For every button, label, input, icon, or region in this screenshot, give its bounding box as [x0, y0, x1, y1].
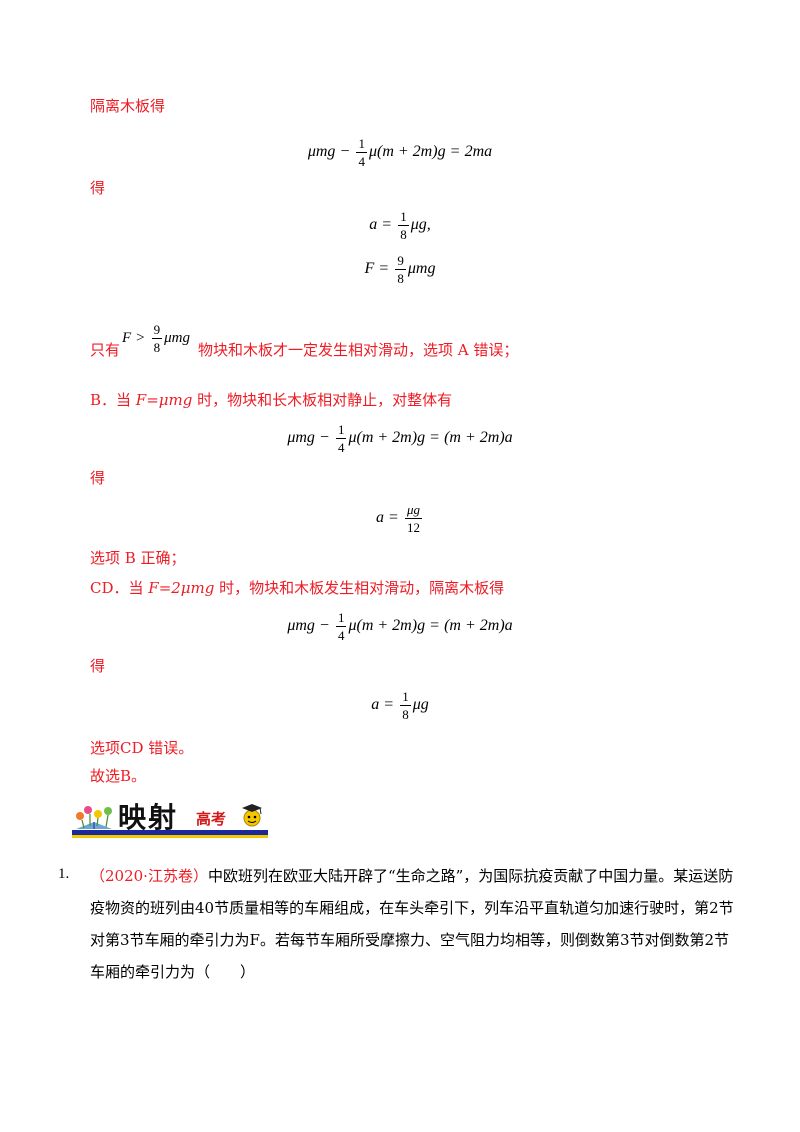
- question-text: （2020·江苏卷）中欧班列在欧亚大陆开辟了“生命之路”，为国际抗疫贡献了中国力…: [90, 860, 740, 988]
- text-get-3: 得: [90, 657, 106, 675]
- question-source: （2020·江苏卷）: [90, 867, 208, 885]
- text-option-b-correct: 选项 B 正确；: [90, 549, 186, 567]
- question-number: 1.: [58, 866, 70, 882]
- question-body: 中欧班列在欧亚大陆开辟了“生命之路”，为国际抗疫贡献了中国力量。某运送防疫物资的…: [90, 867, 734, 981]
- text-option-a: 物块和木板才一定发生相对滑动，选项 A 错误；: [198, 341, 519, 359]
- text-option-b: B．当 F=μmg 时，物块和长木板相对静止，对整体有: [90, 391, 453, 409]
- text-get-1: 得: [90, 179, 106, 197]
- logo-title: 映射: [118, 801, 179, 834]
- logo-subtitle: 高考: [196, 810, 227, 828]
- text-isolate-board: 隔离木板得: [90, 97, 166, 115]
- text-option-cd: CD．当 F=2μmg 时，物块和木板发生相对滑动，隔离木板得: [90, 579, 505, 597]
- text-get-2: 得: [90, 469, 106, 487]
- logo-graphic: [72, 804, 268, 838]
- text-option-cd-wrong: 选项CD 错误。: [90, 739, 194, 757]
- text-answer: 故选B。: [90, 767, 147, 785]
- text-only-when: 只有: [90, 341, 121, 359]
- logo-banner: 映射 高考: [72, 796, 268, 840]
